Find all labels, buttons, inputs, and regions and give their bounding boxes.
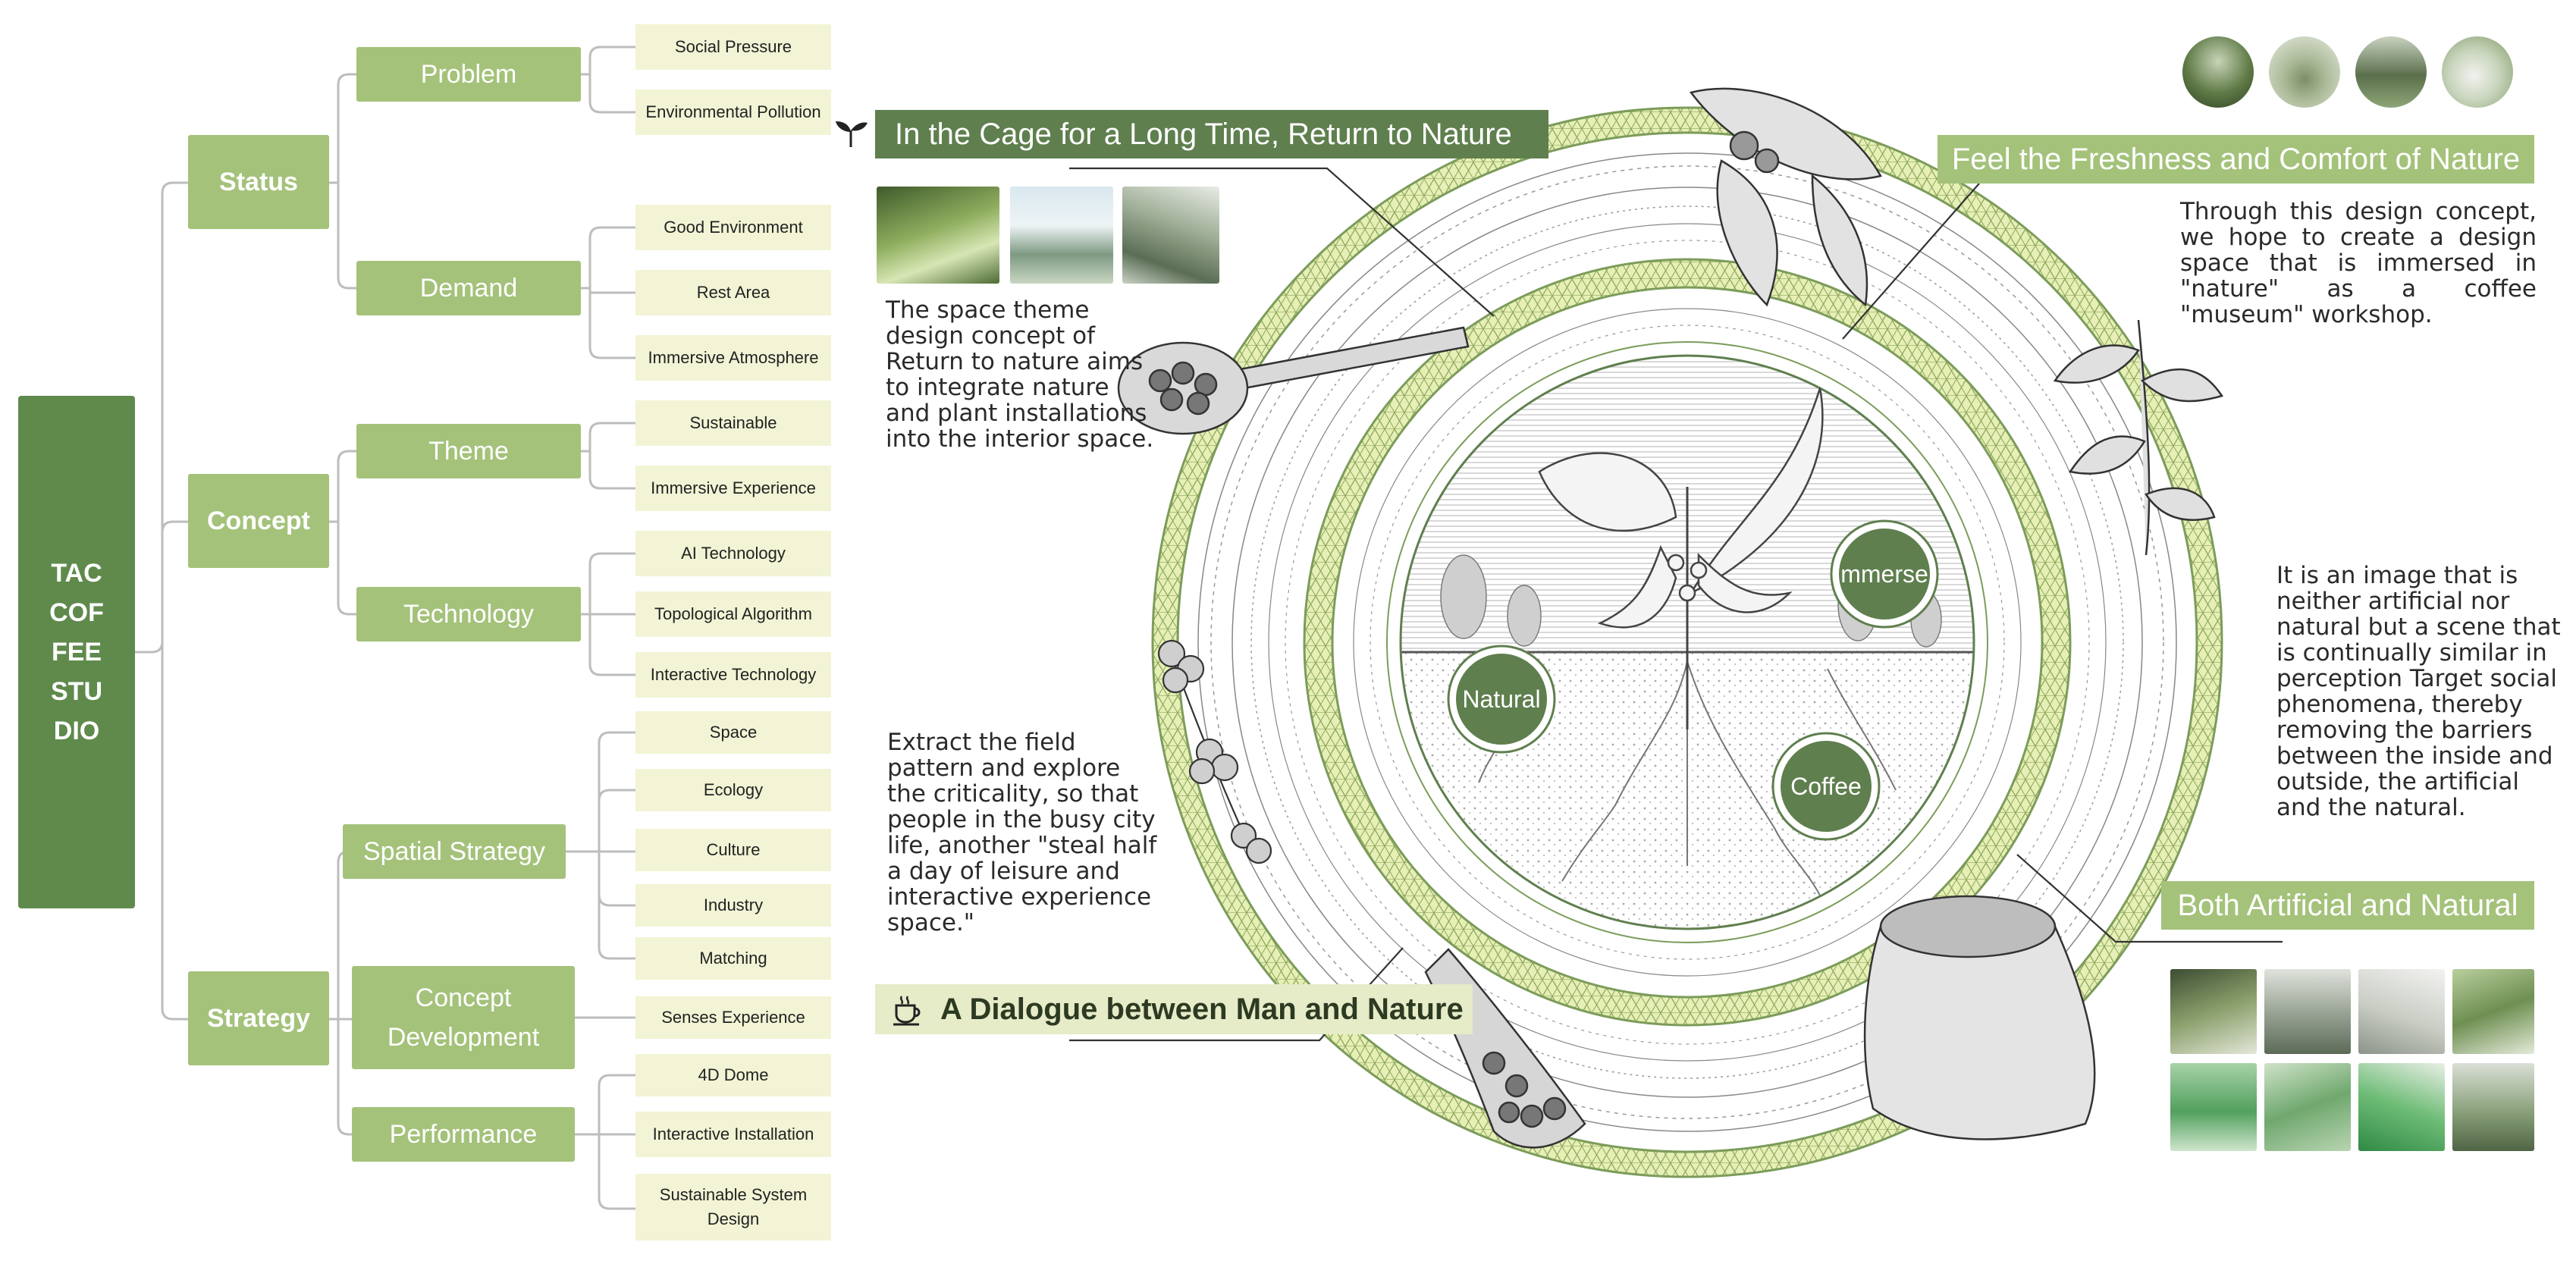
coffee-cup-icon xyxy=(890,992,925,1027)
leaf-item: AI Technology xyxy=(635,531,831,576)
grid-photo xyxy=(2264,1063,2351,1151)
leaf-item: 4D Dome xyxy=(635,1054,831,1096)
leaf-item: Space xyxy=(635,711,831,754)
circle-thumbnail xyxy=(2442,36,2513,108)
coffee-leaves-sketch xyxy=(1689,87,1882,307)
leaf-item: Environmental Pollution xyxy=(635,89,831,135)
root-line: DIO xyxy=(53,717,100,745)
banner-artificial-natural: Both Artificial and Natural xyxy=(2161,881,2534,930)
plant-stalk-sketch xyxy=(2053,319,2223,556)
banner-dialogue: A Dialogue between Man and Nature xyxy=(875,984,1473,1034)
leaf-item: Interactive Installation xyxy=(635,1112,831,1157)
leaf-item: Good Environment xyxy=(635,205,831,250)
scoop-sketch xyxy=(1117,326,1470,435)
leaf-item: Sustainable System Design xyxy=(635,1174,831,1241)
leaf-item: Immersive Experience xyxy=(635,466,831,511)
coffee-label: Coffee xyxy=(1790,772,1862,800)
leaf-item: Social Pressure xyxy=(635,24,831,70)
theme-photo-field xyxy=(1010,187,1113,284)
leaf-item: Topological Algorithm xyxy=(635,591,831,637)
node-theme: Theme xyxy=(356,424,581,478)
leaf-item: Culture xyxy=(635,829,831,871)
root-label: TAC COF FEE STU DIO xyxy=(18,554,135,751)
branch-status: Status xyxy=(188,135,329,229)
mindmap-connectors xyxy=(135,45,635,1210)
branch-strategy: Strategy xyxy=(188,971,329,1065)
concept-circle-illustration xyxy=(1069,87,2283,1178)
field-paragraph: Extract the field pattern and explore th… xyxy=(887,729,1157,936)
circle-thumbnail xyxy=(2355,36,2427,108)
root-node: TAC COF FEE STU DIO xyxy=(18,396,135,908)
leaf-item: Interactive Technology xyxy=(635,652,831,698)
sprout-icon xyxy=(833,114,869,150)
node-spatial-strategy: Spatial Strategy xyxy=(343,824,566,879)
node-concept-development: Concept Development xyxy=(352,966,575,1069)
coffee-sack-sketch xyxy=(1863,895,2096,1140)
leaf-item: Industry xyxy=(635,884,831,927)
leaf-item: Senses Experience xyxy=(635,996,831,1039)
leaf-item: Matching xyxy=(635,937,831,980)
branch-concept: Concept xyxy=(188,474,329,568)
grid-photo xyxy=(2452,1063,2534,1151)
node-demand: Demand xyxy=(356,261,581,315)
root-line: COF xyxy=(49,598,104,627)
immerse-badge xyxy=(1830,519,1939,629)
root-line: FEE xyxy=(51,638,102,667)
immerse-label: mmerse xyxy=(1840,560,1928,588)
theme-photo-dome xyxy=(877,187,999,284)
theme-photo-interior xyxy=(1122,187,1219,284)
coffee-badge xyxy=(1771,732,1881,841)
circle-thumbnail xyxy=(2182,36,2254,108)
grid-photo xyxy=(2452,969,2534,1054)
coffee-cherry-sketch xyxy=(1157,639,1272,864)
grid-photo xyxy=(2358,969,2445,1054)
banner-freshness: Feel the Freshness and Comfort of Nature xyxy=(1937,135,2534,184)
root-line: STU xyxy=(51,677,102,706)
banner-cage: In the Cage for a Long Time, Return to N… xyxy=(875,110,1548,158)
grid-photo xyxy=(2170,1063,2257,1151)
node-performance: Performance xyxy=(352,1107,575,1162)
grid-photo xyxy=(2264,969,2351,1054)
coffee-plant-illustration xyxy=(1538,387,1824,729)
leaf-item: Sustainable xyxy=(635,400,831,446)
banner-dialogue-label: A Dialogue between Man and Nature xyxy=(940,992,1464,1026)
theme-paragraph: The space theme design concept of Return… xyxy=(886,296,1154,453)
leaf-item: Ecology xyxy=(635,769,831,811)
natural-label: Natural xyxy=(1462,685,1541,713)
grid-photo xyxy=(2170,969,2257,1054)
leaf-item: Immersive Atmosphere xyxy=(635,335,831,381)
grid-photo xyxy=(2358,1063,2445,1151)
perception-paragraph: It is an image that is neither artificia… xyxy=(2276,562,2561,821)
museum-paragraph: Through this design concept, we hope to … xyxy=(2180,198,2537,328)
node-problem: Problem xyxy=(356,47,581,102)
natural-badge xyxy=(1447,645,1556,754)
leaf-item: Rest Area xyxy=(635,270,831,315)
circle-thumbnail xyxy=(2269,36,2340,108)
node-technology: Technology xyxy=(356,587,581,641)
root-line: TAC xyxy=(51,559,102,588)
